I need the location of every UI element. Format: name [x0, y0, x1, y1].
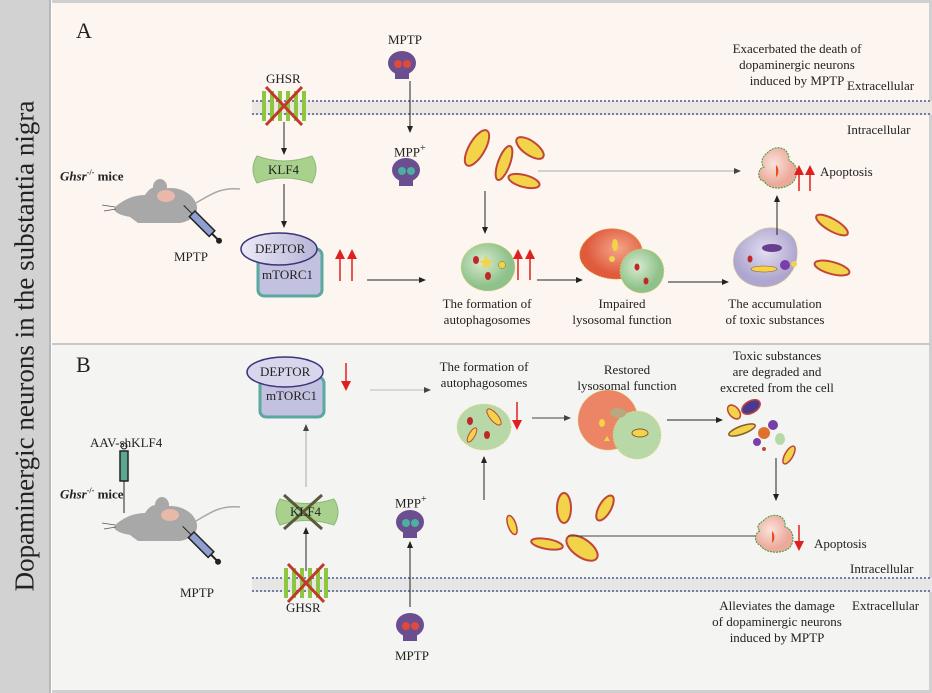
- mptp-injection-label-a: MPTP: [174, 249, 208, 264]
- mptp-skull-icon: [388, 51, 416, 79]
- apoptosis-label-a: Apoptosis: [820, 164, 873, 179]
- mpp-skull-icon-b: [396, 510, 424, 538]
- panel-a-graphics: [101, 51, 932, 298]
- panel-b-graphics: [101, 356, 932, 641]
- mptp-skull-icon-b: [396, 613, 424, 641]
- mptp-injection-label-b: MPTP: [180, 585, 214, 600]
- down-arrow-autophagosome: [512, 402, 522, 430]
- aav-syringe-icon: [119, 442, 129, 513]
- up-arrows-autophagosome: [513, 249, 535, 280]
- mouse-icon-b: [101, 497, 241, 541]
- up-arrows-mtorc1: [335, 249, 357, 281]
- gene-name-b: Ghsr: [60, 486, 87, 502]
- toxic-accumulation-icon: [732, 213, 851, 288]
- down-arrow-apoptosis: [794, 525, 804, 551]
- klf4-shape: [252, 155, 317, 184]
- mpp-label-b: MPP+: [395, 494, 427, 511]
- autophagosome-icon-b: [456, 403, 512, 451]
- panel-b: B AAV-shKLF4 Ghsr-/- mice MPTP DEPTOR mT…: [52, 345, 932, 693]
- mouse-genotype-label-b: Ghsr-/- mice: [60, 483, 124, 502]
- panel-letter-b: B: [76, 352, 91, 377]
- deptor-ellipse: [240, 232, 318, 266]
- apoptotic-cell-icon: [758, 147, 798, 189]
- mtorc1-label-a: mTORC1: [262, 267, 314, 282]
- mpp-skull-icon: [392, 158, 420, 186]
- klf4-label-a: KLF4: [268, 162, 300, 177]
- mtorc1-label-b: mTORC1: [266, 388, 318, 403]
- mouse-genotype-label-a: Ghsr-/- mice: [60, 165, 124, 184]
- sidebar: Dopaminergic neurons in the substantia n…: [0, 0, 51, 693]
- impaired-lysosome-icon: [579, 228, 665, 294]
- gene-superscript-b: -/-: [86, 486, 95, 495]
- down-arrow-mtorc1: [341, 363, 351, 391]
- mouse-icon: [101, 179, 241, 223]
- mptp-label-b: MPTP: [395, 648, 429, 663]
- gene-superscript: -/-: [86, 168, 95, 177]
- mitochondria-group: [463, 129, 545, 190]
- klf4-shape-b: [275, 493, 339, 531]
- autophagosome-icon: [460, 242, 516, 292]
- mitochondria-group-b: [506, 492, 615, 562]
- gene-name: Ghsr: [60, 168, 87, 184]
- membrane-b: [252, 577, 932, 592]
- panel-a: A Ghsr-/- mice MPTP GHSR KLF4 DEPTOR mTO…: [52, 0, 932, 345]
- mptp-syringe-icon-b: [182, 525, 222, 565]
- panel-letter-a: A: [76, 18, 92, 43]
- mouse-suffix-b: mice: [94, 486, 124, 502]
- mptp-label-a: MPTP: [388, 32, 422, 47]
- deptor-label-a: DEPTOR: [255, 241, 306, 256]
- intracellular-label-a: Intracellular: [847, 122, 911, 137]
- apoptosis-label-b: Apoptosis: [814, 536, 867, 551]
- ghsr-label-a: GHSR: [266, 71, 301, 86]
- aav-label: AAV-shKLF4: [90, 435, 163, 450]
- extracellular-label-b: Extracellular: [852, 598, 920, 613]
- restored-lysosome-icon: [577, 389, 662, 460]
- syringe-icon: [183, 204, 223, 244]
- extracellular-label-a: Extracellular: [847, 78, 915, 93]
- ghsr-receptor-icon: [262, 85, 306, 127]
- ghsr-receptor-icon-b: [284, 562, 328, 604]
- apoptotic-cell-icon-b: [755, 514, 794, 553]
- klf4-label-b: KLF4: [290, 504, 322, 519]
- sidebar-label: Dopaminergic neurons in the substantia n…: [9, 100, 40, 592]
- degraded-debris-icon: [726, 399, 796, 465]
- membrane-a: [252, 100, 932, 115]
- mouse-suffix: mice: [94, 168, 124, 184]
- ghsr-label-b: GHSR: [286, 600, 321, 615]
- deptor-label-b: DEPTOR: [260, 364, 311, 379]
- up-arrows-apoptosis: [794, 165, 815, 191]
- deptor-ellipse-b: [246, 356, 324, 388]
- mpp-label-a: MPP+: [394, 143, 426, 160]
- intracellular-label-b: Intracellular: [850, 561, 914, 576]
